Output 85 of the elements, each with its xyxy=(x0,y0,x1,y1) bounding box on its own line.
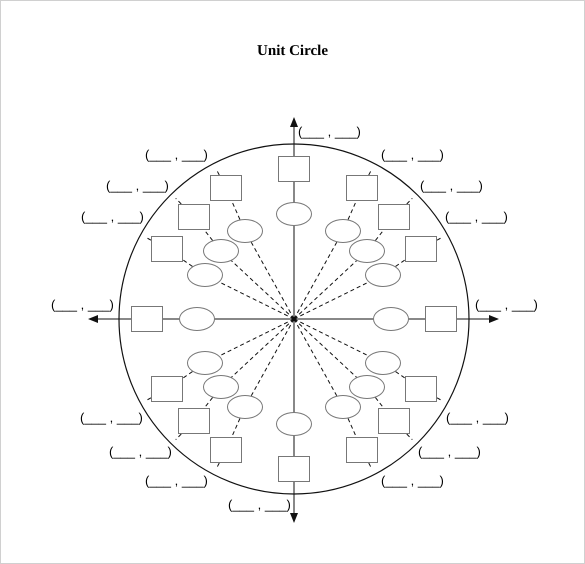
dashed-ray-line xyxy=(436,397,442,402)
dashed-ray-line xyxy=(348,418,357,438)
dashed-ray-line xyxy=(294,282,370,320)
degree-box xyxy=(278,456,310,482)
dashed-ray-line xyxy=(406,434,413,440)
degree-box xyxy=(378,408,410,434)
radian-ellipse xyxy=(276,202,312,226)
dashed-ray-line xyxy=(230,318,294,378)
coordinate-blank: (___ , ___) xyxy=(106,179,169,192)
coordinate-blank: (___ , ___) xyxy=(298,125,361,138)
radian-ellipse xyxy=(187,263,223,287)
coordinate-blank: (___ , ___) xyxy=(80,411,143,424)
dashed-ray-line xyxy=(231,200,240,220)
dashed-ray-line xyxy=(374,230,384,241)
radian-ellipse xyxy=(365,351,401,375)
dashed-ray-line xyxy=(250,242,294,320)
radian-ellipse xyxy=(349,375,385,399)
dashed-ray-line xyxy=(216,168,220,176)
dashed-ray-line xyxy=(146,397,152,402)
coordinate-blank: (___ , ___) xyxy=(445,210,508,223)
radian-ellipse xyxy=(325,395,361,419)
coordinate-blank: (___ , ___) xyxy=(381,148,444,161)
radian-ellipse xyxy=(203,239,239,263)
dashed-ray-line xyxy=(294,242,338,320)
dashed-ray-line xyxy=(395,259,406,267)
degree-box xyxy=(405,236,437,262)
coordinate-blank: (___ , ___) xyxy=(420,179,483,192)
dashed-ray-line xyxy=(146,236,152,241)
radian-ellipse xyxy=(365,263,401,287)
radian-ellipse xyxy=(203,375,239,399)
degree-box xyxy=(151,236,183,262)
degree-box xyxy=(178,408,210,434)
dashed-ray-line xyxy=(406,198,413,204)
coordinate-blank: (___ , ___) xyxy=(81,210,144,223)
dashed-ray-line xyxy=(182,259,193,267)
dashed-ray-line xyxy=(294,318,358,378)
radian-ellipse xyxy=(373,307,409,331)
radian-ellipse xyxy=(179,307,215,331)
degree-box xyxy=(151,376,183,402)
dashed-ray-line xyxy=(294,318,338,396)
coordinate-blank: (___ , ___) xyxy=(228,498,291,511)
dashed-ray-line xyxy=(368,462,372,470)
dashed-ray-line xyxy=(182,371,193,379)
radian-ellipse xyxy=(187,351,223,375)
dashed-ray-line xyxy=(175,198,182,204)
coordinate-blank: (___ , ___) xyxy=(51,298,114,311)
dashed-ray-line xyxy=(250,318,294,396)
dashed-ray-line xyxy=(436,236,442,241)
degree-box xyxy=(346,175,378,201)
dashed-ray-line xyxy=(175,434,182,440)
dashed-ray-line xyxy=(204,397,214,408)
dashed-ray-line xyxy=(230,260,294,320)
dashed-ray-line xyxy=(348,200,357,220)
coordinate-blank: (___ , ___) xyxy=(418,445,481,458)
radian-ellipse xyxy=(227,395,263,419)
degree-box xyxy=(278,156,310,182)
dashed-ray-line xyxy=(395,371,406,379)
dashed-ray-line xyxy=(218,282,294,320)
coordinate-blank: (___ , ___) xyxy=(109,445,172,458)
degree-box xyxy=(131,306,163,332)
coordinate-blank: (___ , ___) xyxy=(145,148,208,161)
radian-ellipse xyxy=(325,219,361,243)
dashed-ray-line xyxy=(294,260,358,320)
radian-ellipse xyxy=(276,412,312,436)
coordinate-blank: (___ , ___) xyxy=(446,411,509,424)
degree-box xyxy=(405,376,437,402)
dashed-ray-line xyxy=(204,230,214,241)
degree-box xyxy=(178,204,210,230)
dashed-ray-line xyxy=(216,462,220,470)
title: Unit Circle xyxy=(256,42,329,61)
radian-ellipse xyxy=(349,239,385,263)
dashed-ray-line xyxy=(218,318,294,356)
dashed-ray-line xyxy=(368,168,372,176)
dashed-ray-line xyxy=(231,418,240,438)
dashed-ray-line xyxy=(374,397,384,408)
coordinate-blank: (___ , ___) xyxy=(145,474,208,487)
degree-box xyxy=(346,437,378,463)
coordinate-blank: (___ , ___) xyxy=(475,298,538,311)
dashed-ray-line xyxy=(294,318,370,356)
degree-box xyxy=(378,204,410,230)
radian-ellipse xyxy=(227,219,263,243)
degree-box xyxy=(425,306,457,332)
degree-box xyxy=(210,437,242,463)
degree-box xyxy=(210,175,242,201)
coordinate-blank: (___ , ___) xyxy=(381,474,444,487)
